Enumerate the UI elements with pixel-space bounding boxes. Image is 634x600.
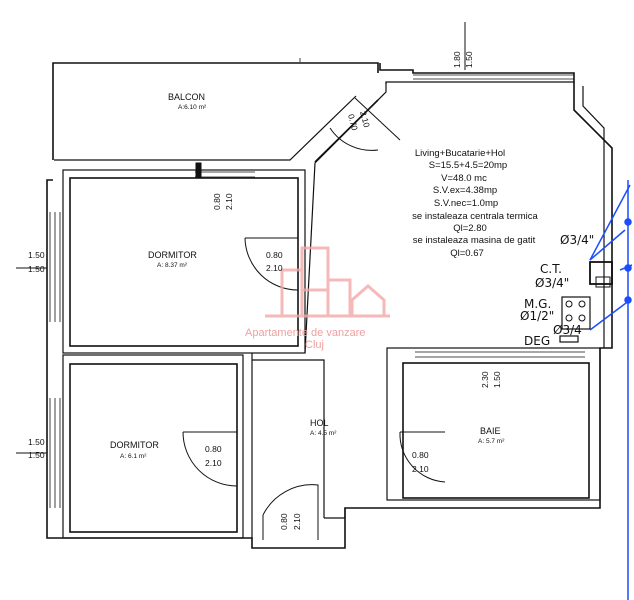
mechanical-equipment	[559, 261, 613, 343]
dim-dorm1-door-a: 0.80	[266, 250, 283, 260]
dim-entrance-door-b: 2.10	[292, 513, 302, 530]
windows	[49, 58, 585, 508]
dim-entrance-door-a: 0.80	[279, 513, 289, 530]
living-spec-line: Living+Bucatarie+Hol	[415, 148, 505, 159]
room-dormitor1-area: A: 8.37 m²	[157, 262, 188, 269]
room-balcon-area: A:6.10 m²	[178, 104, 207, 111]
pipe-label-top: Ø3/4"	[560, 233, 594, 247]
room-dormitor1-name: DORMITOR	[148, 250, 197, 260]
watermark-line1: Apartamente de vanzare	[245, 327, 365, 339]
mg-label: M.G.	[524, 297, 551, 311]
living-spec-line: S.V.ex=4.38mp	[433, 185, 497, 196]
dimension-ticks	[16, 22, 466, 454]
gas-pipes	[589, 180, 633, 600]
living-spec-block: Living+Bucatarie+Hol S=15.5+4.5=20mp V=4…	[412, 148, 538, 259]
dim-dorm2-window-b: 1.50	[28, 450, 45, 460]
dim-top-window-a: 1.80	[452, 51, 462, 68]
walls	[46, 62, 613, 549]
room-dormitor2-name: DORMITOR	[110, 440, 159, 450]
dim-dorm1-window-a: 1.50	[28, 250, 45, 260]
watermark-line2: Cluj	[305, 339, 324, 351]
living-spec-line: se instaleaza masina de gatit	[413, 235, 536, 246]
deg-label: DEG	[524, 334, 550, 348]
living-spec-line: se instaleaza centrala termica	[412, 211, 538, 222]
dim-baie-window-b: 1.50	[492, 371, 502, 388]
dim-dorm1-top-door-b: 2.10	[224, 193, 234, 210]
room-baie-name: BAIE	[480, 426, 501, 436]
watermark-logo	[265, 246, 390, 318]
dim-baie-window-a: 2.30	[480, 371, 490, 388]
dim-baie-door-b: 2.10	[412, 464, 429, 474]
dim-dorm2-door-a: 0.80	[205, 444, 222, 454]
living-spec-line: S.V.nec=1.0mp	[434, 198, 498, 209]
room-balcon-name: BALCON	[168, 92, 205, 102]
dim-baie-door-a: 0.80	[412, 450, 429, 460]
room-baie-area: A: 5.7 m²	[478, 438, 505, 445]
living-spec-line: Ql=0.67	[450, 248, 484, 259]
dim-balcony-door-a: 0.70	[346, 113, 360, 132]
room-dormitor2-area: A: 6.1 m²	[120, 453, 147, 460]
pipe-label-mg: Ø1/2"	[520, 309, 554, 323]
door-swings	[182, 97, 446, 540]
living-spec-line: Ql=2.80	[453, 223, 487, 234]
ct-label: C.T.	[540, 262, 562, 276]
living-spec-line: V=48.0 mc	[441, 173, 487, 184]
pipe-label-mg2: Ø3/4	[553, 323, 582, 337]
room-hol-name: HOL	[310, 418, 329, 428]
dim-top-window-b: 1.50	[464, 51, 474, 68]
pipe-label-ct: Ø3/4"	[535, 276, 569, 290]
room-hol-area: A: 4.5 m²	[310, 430, 337, 437]
dim-dorm2-door-b: 2.10	[205, 458, 222, 468]
dim-dorm1-top-door-a: 0.80	[212, 193, 222, 210]
dim-dorm1-door-b: 2.10	[266, 263, 283, 273]
dim-balcony-door-b: 2.10	[358, 110, 372, 129]
living-spec-line: S=15.5+4.5=20mp	[429, 160, 507, 171]
dim-dorm2-window-a: 1.50	[28, 437, 45, 447]
dim-dorm1-window-b: 1.50	[28, 264, 45, 274]
